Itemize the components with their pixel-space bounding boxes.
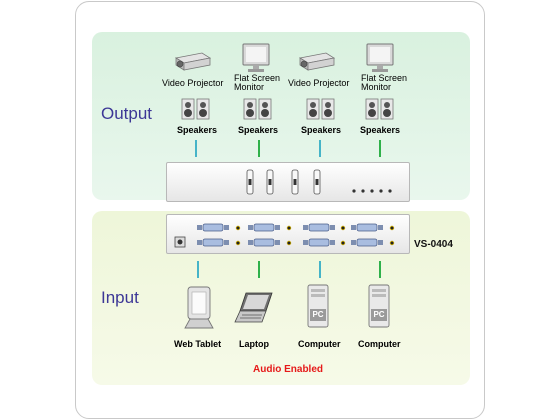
monitor-icon	[242, 43, 270, 72]
computer-icon: PC	[368, 284, 390, 328]
input-cable	[258, 261, 260, 278]
input-device-label: Computer	[298, 339, 341, 349]
input-device-label: Laptop	[239, 339, 269, 349]
pc-badge: PC	[371, 309, 387, 321]
projector-icon	[174, 52, 212, 71]
input-label: Input	[101, 288, 139, 307]
switcher-front-panel	[166, 162, 410, 202]
speakers-icon	[181, 98, 210, 120]
web-tablet-icon	[184, 286, 214, 329]
projector-icon	[298, 52, 336, 71]
input-device-label: Web Tablet	[174, 339, 222, 349]
speakers-label: Speakers	[301, 125, 342, 135]
speakers-icon	[306, 98, 335, 120]
speakers-label: Speakers	[238, 125, 279, 135]
input-device-label: Computer	[358, 339, 401, 349]
laptop-icon	[234, 292, 273, 323]
audio-enabled-label: Audio Enabled	[253, 364, 323, 375]
pc-badge: PC	[310, 309, 326, 321]
output-device-label: Flat Screen Monitor	[234, 73, 281, 92]
model-label: VS-0404	[414, 239, 453, 250]
computer-icon: PC	[307, 284, 329, 328]
output-device-label: Video Projector	[288, 78, 350, 88]
speakers-icon	[365, 98, 394, 120]
front-panel-buttons	[246, 169, 392, 195]
speakers-label: Speakers	[360, 125, 401, 135]
speakers-icon	[243, 98, 272, 120]
output-cable	[195, 140, 197, 157]
monitor-icon	[366, 43, 394, 72]
input-cable	[379, 261, 381, 278]
output-cable	[258, 140, 260, 157]
output-device-label: Flat Screen Monitor	[361, 73, 408, 92]
output-cable	[379, 140, 381, 157]
output-device-label: Video Projector	[162, 78, 224, 88]
input-cable	[319, 261, 321, 278]
switcher-rear-panel	[166, 214, 410, 254]
output-label: Output	[101, 104, 153, 123]
input-cable	[197, 261, 199, 278]
rear-panel-connectors	[174, 223, 395, 248]
output-cable	[319, 140, 321, 157]
speakers-label: Speakers	[177, 125, 218, 135]
